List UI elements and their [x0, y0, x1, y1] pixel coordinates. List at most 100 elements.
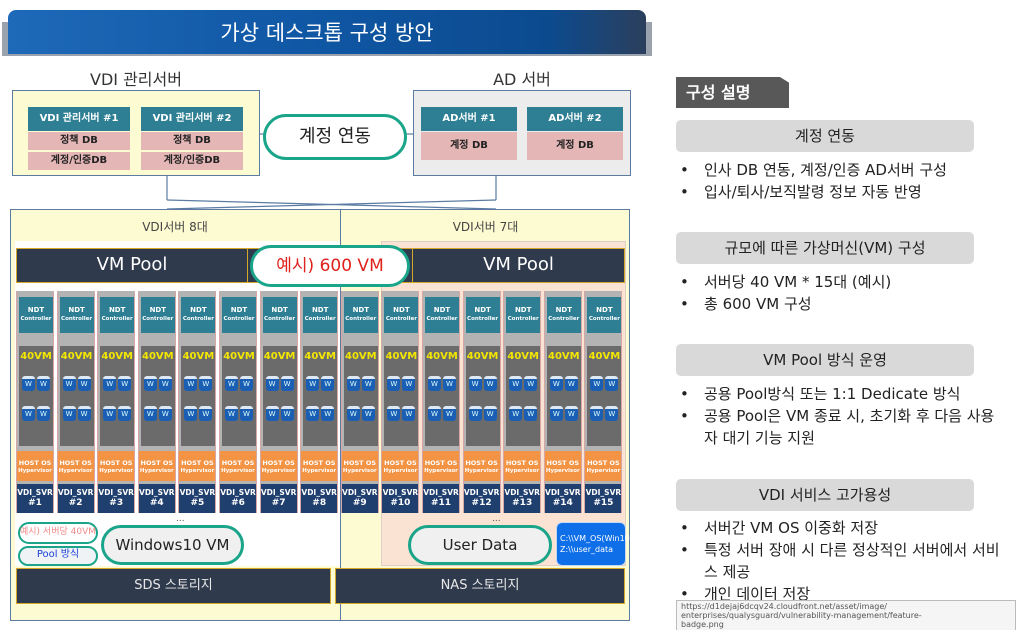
server-prefix: VDI_SVR	[545, 488, 581, 497]
vm-count: 40VM	[547, 351, 580, 362]
windows-vm-icon: W	[443, 406, 456, 421]
list-item: 특정 서버 장애 시 다른 정상적인 서버에서 서비스 제공	[678, 539, 1008, 583]
example-per-server-pill: 예시) 서버당 40VM	[18, 522, 98, 544]
server-prefix: VDI_SVR	[260, 488, 297, 497]
auth-db: 계정/인증DB	[141, 152, 243, 170]
server-number: #3	[109, 498, 124, 508]
hypervisor-label: Hypervisor	[302, 468, 337, 474]
vm-count: 40VM	[141, 351, 174, 362]
server-prefix: VDI_SVR	[57, 488, 94, 497]
list-item: 공용 Pool방식 또는 1:1 Dedicate 방식	[678, 383, 1018, 405]
ndt-label: NDT	[352, 306, 370, 314]
vm-count: 40VM	[304, 351, 336, 362]
server-prefix: VDI_SVR	[179, 488, 216, 497]
vdi-server-label: VDI_SVR#1	[17, 484, 53, 513]
ndt-label: NDT	[27, 306, 45, 314]
ndt-label: NDT	[149, 306, 167, 314]
windows-vm-icon: W	[590, 406, 604, 421]
windows-vm-icon: W	[306, 406, 320, 421]
ad-server-group: AD서버 #1 계정 DB AD서버 #2 계정 DB	[413, 90, 631, 176]
windows-vm-icon: W	[483, 376, 497, 391]
policy-db: 정책 DB	[28, 132, 130, 150]
server-prefix: VDI_SVR	[585, 488, 622, 497]
host-os-label: HOST OS	[59, 459, 92, 467]
server-number: #14	[552, 498, 573, 508]
section-heading-account-sync: 계정 연동	[676, 120, 974, 152]
windows-vm-icon: W	[402, 376, 416, 391]
windows-vm-icon: W	[103, 376, 117, 391]
windows-vm-icon: W	[428, 376, 441, 391]
windows-vm-icon: W	[280, 376, 294, 391]
windows-vm-icon: W	[265, 376, 279, 391]
hypervisor-label: Hypervisor	[221, 468, 255, 474]
vm-count: 40VM	[60, 351, 93, 362]
ndt-sublabel: Controller	[385, 316, 417, 322]
host-os-label: HOST OS	[262, 459, 295, 467]
host-os-label: HOST OS	[18, 459, 52, 467]
list-item: 총 600 VM 구성	[678, 293, 1018, 315]
host-os-label: HOST OS	[505, 459, 539, 467]
vdi-server-label: VDI_SVR#9	[341, 484, 378, 513]
hypervisor-label: Hypervisor	[505, 468, 540, 474]
vdi-server-label: VDI_SVR#4	[138, 484, 175, 513]
sds-storage: SDS 스토리지	[16, 568, 331, 604]
server-prefix: VDI_SVR	[463, 488, 500, 497]
windows-vm-icon: W	[346, 376, 360, 391]
hypervisor-label: Hypervisor	[18, 468, 52, 474]
host-os-label: HOST OS	[546, 459, 580, 467]
server-prefix: VDI_SVR	[139, 488, 175, 497]
vdi-divider	[340, 209, 341, 621]
ndt-sublabel: Controller	[304, 316, 336, 322]
server-prefix: VDI_SVR	[504, 488, 540, 497]
windows-vm-icon: W	[225, 406, 238, 421]
windows-vm-icon: W	[605, 406, 619, 421]
windows-vm-icon: W	[483, 406, 497, 421]
vdi-server-label: VDI_SVR#13	[504, 484, 541, 513]
windows-vm-icon: W	[387, 406, 401, 421]
vdi-server-label: VDI_SVR#10	[382, 484, 419, 513]
url-tooltip: https://d1dejaj6dcqv24.cloudfront.net/as…	[676, 600, 1016, 630]
server-number: #2	[68, 498, 83, 508]
user-data-pill: User Data	[408, 525, 552, 565]
server-number: #7	[271, 498, 286, 508]
windows-vm-icon: W	[321, 406, 335, 421]
vm-count: 40VM	[20, 351, 52, 362]
server-number: #10	[390, 498, 411, 508]
ellipsis-left: ...	[176, 514, 185, 524]
page-title: 가상 데스크톱 구성 방안	[8, 10, 646, 54]
ndt-label: NDT	[190, 306, 207, 314]
cross-line-2	[166, 199, 497, 210]
windows-vm-icon: W	[158, 406, 172, 421]
list-item: 개인 데이터 저장	[678, 583, 1018, 605]
ndt-sublabel: Controller	[548, 316, 580, 322]
ndt-label: NDT	[108, 306, 126, 314]
tooltip-line: https://d1dejaj6dcqv24.cloudfront.net/as…	[681, 602, 887, 611]
server-number: #11	[430, 498, 452, 508]
windows-vm-icon: W	[118, 406, 132, 421]
host-os-label: HOST OS	[140, 459, 174, 467]
vdi-left-label: VDI서버 8대	[142, 220, 208, 234]
user-drive-path: Z:\\user_data	[560, 545, 614, 554]
account-sync-pill: 계정 연동	[263, 114, 407, 160]
hypervisor-label: Hypervisor	[261, 468, 296, 474]
section-list-vm-scale: 서버당 40 VM * 15대 (예시) 총 600 VM 구성	[678, 271, 1018, 315]
server-number: #15	[593, 498, 614, 508]
windows-vm-icon: W	[199, 376, 213, 391]
